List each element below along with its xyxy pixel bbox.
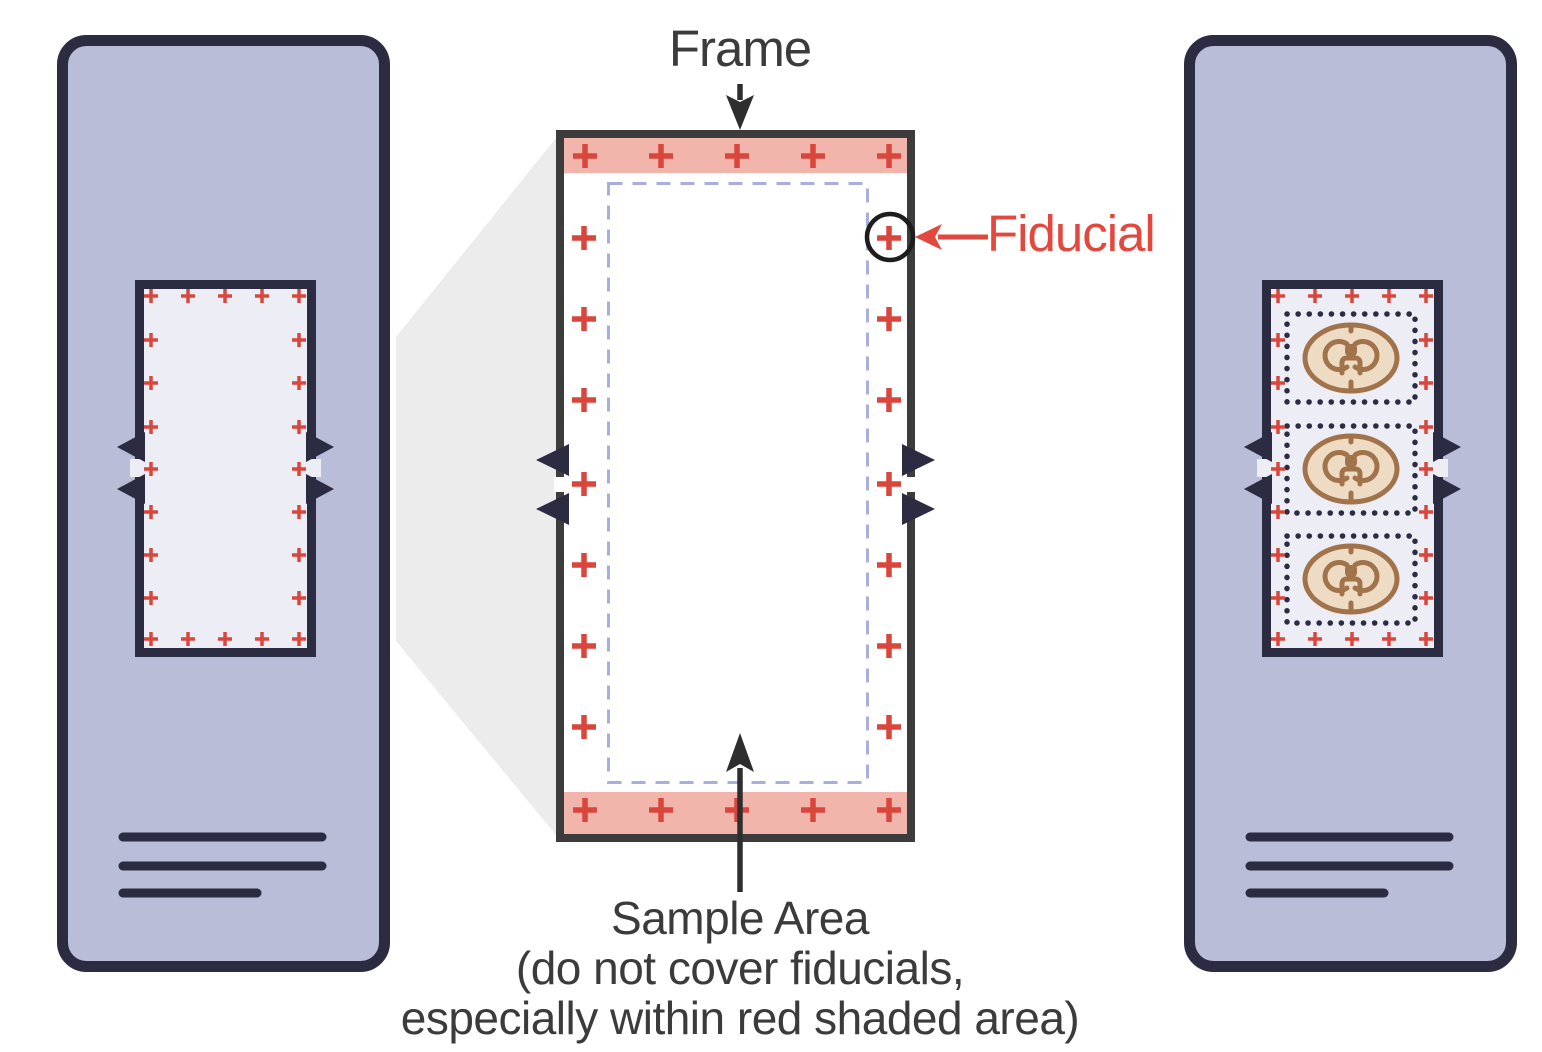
tissue-section: [1305, 325, 1397, 391]
edge-notch-arrows: [536, 444, 935, 525]
slide-with-tissue-sections: [1184, 35, 1517, 972]
sample-area-label: Sample Area (do not cover fiducials, esp…: [290, 893, 1190, 1043]
capture-area: [135, 280, 316, 657]
slide-label-lines: [1245, 832, 1454, 898]
capture-area-enlarged: [536, 84, 988, 892]
fiducial-label: Fiducial: [987, 205, 1156, 262]
tissue-placement-box: [1284, 311, 1418, 405]
fiducial-marks: [144, 289, 306, 646]
tissue-placement-box: [1284, 533, 1418, 626]
sample-area-line: especially within red shaded area): [400, 992, 1080, 1044]
tissue-placement-box: [1284, 423, 1418, 516]
edge-notch-arrows: [1244, 432, 1461, 504]
fiducial-pointer-arrow: [915, 224, 988, 250]
tissue-section: [1305, 436, 1397, 502]
frame-pointer-arrow: [726, 84, 754, 130]
fiducial-marks: [572, 144, 901, 822]
empty-slide: [57, 35, 390, 972]
fiducial-marks: [1271, 289, 1433, 646]
sample-area-line: (do not cover fiducials,: [515, 942, 965, 994]
tissue-section: [1305, 546, 1397, 612]
zoom-wedge: [396, 133, 560, 840]
frame-outline: [556, 130, 915, 842]
edge-notch-arrows: [117, 432, 334, 504]
slide-label-lines: [118, 832, 327, 898]
sample-area-line: Sample Area: [611, 892, 869, 944]
sample-area-pointer-arrow: [726, 733, 754, 892]
fiducial-highlight-circle: [864, 211, 916, 263]
frame-label: Frame: [668, 20, 812, 77]
